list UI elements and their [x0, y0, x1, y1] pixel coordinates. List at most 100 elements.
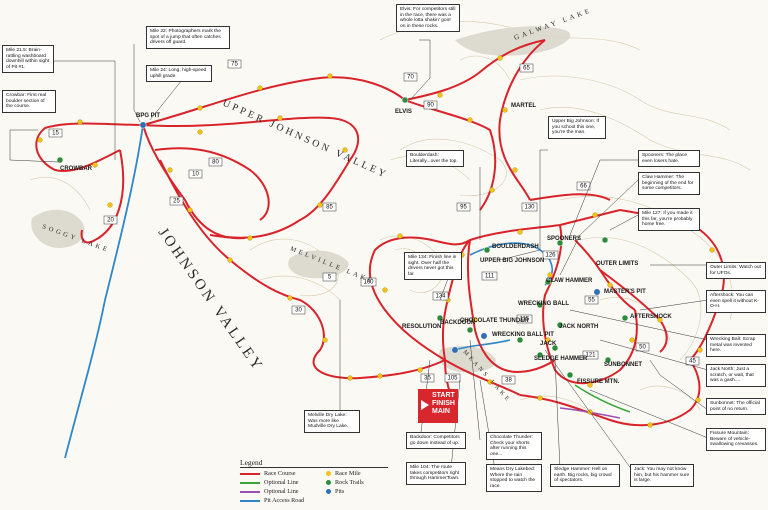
- pit-markers: [139, 121, 601, 354]
- label-sledge-hammer: SLEDGE HAMMER: [534, 356, 588, 362]
- label-backdoor: BACKDOOR: [440, 320, 476, 326]
- mile-134: 134: [432, 291, 449, 301]
- mile-10: 10: [188, 169, 203, 179]
- mile-75: 75: [227, 59, 242, 69]
- svg-text:10: 10: [192, 172, 199, 178]
- mile-95: 95: [456, 202, 471, 212]
- label-spooners: SPOONERS: [547, 236, 581, 242]
- callout-upper-big-johnson: Upper Big Johnson: If you school this on…: [548, 116, 606, 139]
- mile-111: 111: [481, 271, 498, 281]
- soggy-lake-bed: [31, 209, 85, 248]
- mile-130: 130: [521, 202, 538, 212]
- mile-5: 5: [322, 272, 337, 282]
- callout-sunbonnet: Sunbonnet: The official point of no retu…: [706, 398, 766, 416]
- svg-text:20: 20: [107, 218, 114, 224]
- mile-15: 15: [48, 128, 63, 138]
- legend-optional-line-purple: Optional Line: [240, 488, 299, 496]
- callout-jack: Jack: You may not know him, but his hamm…: [630, 464, 694, 487]
- place-labels: BPG PIT CROWBAR ELVIS MARTEL BOULDERDASH…: [60, 103, 672, 385]
- rock-trail-markers: [56, 96, 629, 379]
- start-label: START: [432, 392, 455, 399]
- callout-mile-21-5: Mile 21.5: Brain-rattling washboard down…: [2, 45, 54, 74]
- mile-25: 25: [169, 196, 184, 206]
- mile-50: 50: [635, 342, 650, 352]
- svg-text:130: 130: [524, 205, 535, 211]
- svg-text:65: 65: [523, 66, 530, 72]
- callout-sledge-hammer: Sledge Hammer: Hell on earth. Big rocks,…: [550, 464, 620, 487]
- label-crowbar: CROWBAR: [60, 166, 93, 172]
- callout-aftershock: Aftershock: You can even spell it withou…: [706, 290, 766, 313]
- legend-rock-trails: Rock Trails: [326, 479, 364, 487]
- start-finish-main-sign: START FINISH MAIN: [418, 389, 458, 423]
- region-johnson-valley: JOHNSON VALLEY: [155, 225, 267, 375]
- mile-66: 66: [576, 181, 591, 191]
- svg-text:90: 90: [427, 103, 434, 109]
- mile-90: 90: [423, 100, 438, 110]
- callout-jack-north: Jack North: Just a scratch, or wait, tha…: [706, 364, 766, 387]
- mile-105: 105: [444, 373, 461, 383]
- label-resolution: RESOLUTION: [402, 324, 441, 330]
- callout-mile-134: Mile 134: Finish line in sight. Over hal…: [404, 252, 462, 281]
- main-label: MAIN: [432, 408, 450, 415]
- legend-race-mile: Race Mile: [326, 470, 361, 478]
- optional-line-green: [574, 384, 631, 413]
- svg-text:5: 5: [328, 275, 332, 281]
- callout-mile-104: Mile 104: The route takes competitors ri…: [406, 462, 466, 485]
- label-jack: JACK: [540, 341, 557, 347]
- svg-text:75: 75: [231, 62, 238, 68]
- pit-access-road: [64, 124, 144, 459]
- mile-85: 85: [322, 202, 337, 212]
- label-jack-north: JACK NORTH: [559, 324, 598, 330]
- svg-text:25: 25: [173, 199, 180, 205]
- callout-mile-22: Mile 22: Photographers mark the spot of …: [146, 26, 230, 49]
- svg-text:126: 126: [545, 253, 556, 259]
- svg-text:15: 15: [52, 131, 59, 137]
- callout-mile-127: Mile 127: If you made it this far, you'r…: [638, 208, 700, 231]
- label-sunbonnet: SUNBONNET: [604, 362, 642, 368]
- callout-chocolate-thunder: Chocolate Thunder: Check your shorts aft…: [486, 432, 542, 461]
- legend-pit-access-road: Pit Access Road: [240, 497, 304, 505]
- svg-text:95: 95: [460, 205, 467, 211]
- mile-126: 126: [542, 250, 559, 260]
- mile-100: 100: [360, 277, 377, 287]
- callout-melville-dry-lake: Melville Dry Lake: Was more like Mudvill…: [304, 410, 360, 433]
- svg-text:85: 85: [326, 205, 333, 211]
- callout-crowbar: Crowbar: First real boulder section of t…: [2, 90, 56, 113]
- label-wrecking-ball: WRECKING BALL: [518, 301, 569, 307]
- mile-115: 115: [516, 314, 533, 324]
- svg-text:100: 100: [363, 280, 374, 286]
- mile-65: 65: [519, 63, 534, 73]
- mile-30: 30: [291, 305, 306, 315]
- svg-text:70: 70: [407, 75, 414, 81]
- svg-text:111: 111: [485, 274, 495, 280]
- legend-race-course: Race Course: [240, 470, 295, 478]
- label-elvis: ELVIS: [395, 109, 412, 115]
- finish-label: FINISH: [432, 400, 455, 407]
- callout-fissure-mountain: Fissure Mountain: Beware of vehicle-swal…: [706, 428, 766, 451]
- legend-pits: Pits: [326, 488, 344, 496]
- race-course: [35, 39, 725, 427]
- svg-text:121: 121: [585, 353, 596, 359]
- callout-boulderdash: Boulderdash: Literally...over the top.: [406, 150, 464, 168]
- callout-backdoor: Backdoor: Competitors go down instead of…: [406, 432, 466, 450]
- mile-121: 121: [582, 350, 599, 360]
- callout-mile-24: Mile 24: Long, high-speed uphill grade.: [146, 65, 212, 83]
- callout-wrecking-ball: Wrecking Ball: Scrap metal was invented …: [706, 334, 766, 357]
- callout-means-dry-lakebed: Means Dry Lakebed: Where the rain stoppe…: [486, 464, 542, 493]
- svg-text:115: 115: [520, 317, 530, 323]
- label-wrecking-ball-pit: WRECKING BALL PIT: [492, 332, 554, 338]
- label-chocolate-thunder: CHOCOLATE THUNDER: [460, 318, 529, 324]
- callout-elvis: Elvis: For competitors still in the race…: [396, 4, 460, 33]
- svg-text:30: 30: [295, 308, 302, 314]
- label-upper-big-johnson: UPPER BIG JOHNSON: [480, 258, 544, 264]
- label-fissure-mtn: FISSURE MTN.: [577, 379, 620, 385]
- label-masters-pit: MASTER'S PIT: [604, 289, 646, 295]
- label-boulderdash: BOULDERDASH: [492, 244, 539, 250]
- legend-title: Legend: [240, 458, 388, 468]
- callout-outer-limits: Outer Limits: Watch out for UFOs.: [706, 262, 766, 280]
- mile-55: 55: [584, 295, 599, 305]
- legend-optional-line-green: Optional Line: [240, 479, 299, 487]
- mile-38: 38: [501, 375, 516, 385]
- mile-80: 80: [208, 157, 223, 167]
